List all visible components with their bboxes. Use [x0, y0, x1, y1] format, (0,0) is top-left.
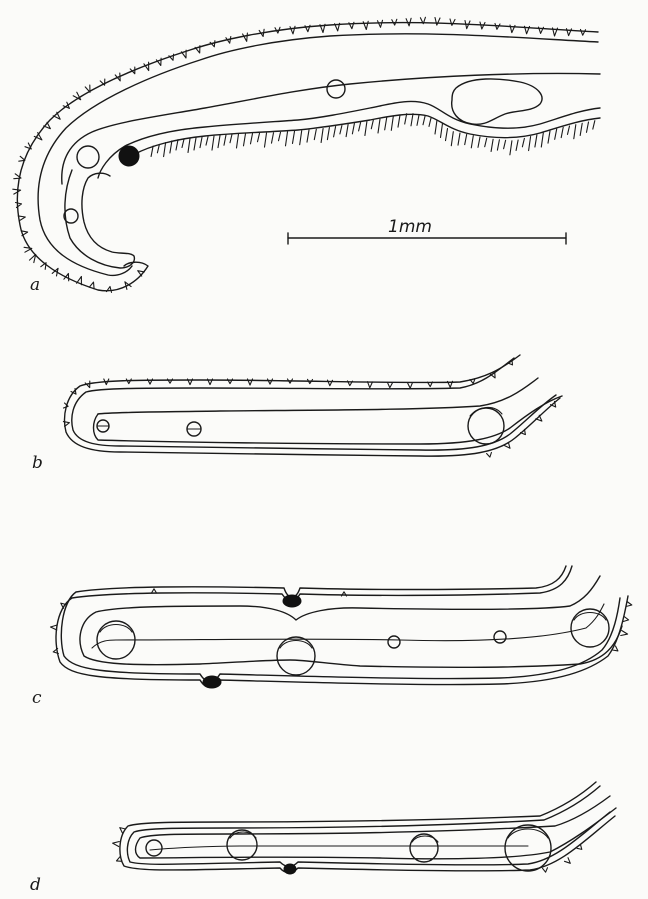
- panel-a-black-dot: [119, 146, 139, 166]
- panel-c-circle-2-arc: [280, 641, 312, 649]
- panel-a-outer-wall: [17, 23, 598, 291]
- panel-a-hook-loop: [65, 170, 134, 268]
- panel-d-circle-1: [146, 840, 162, 856]
- panel-c-spines: [51, 589, 632, 654]
- panel-a-inner-tube-upper: [62, 73, 600, 184]
- panel-a-inner-tube-floor: [135, 114, 600, 154]
- scale-bar: 1mm: [288, 217, 566, 244]
- panel-a-circle-top: [327, 80, 345, 98]
- panel-c-circle-4: [494, 631, 506, 643]
- panel-b-top-spines: [63, 360, 512, 426]
- panel-label-a: a: [30, 275, 40, 295]
- panel-c-circle-5-arc: [574, 613, 606, 621]
- panel-b-drawing: [63, 355, 562, 457]
- panel-c-black-dot-bottom: [203, 676, 221, 688]
- panel-label-c: c: [32, 688, 42, 708]
- panel-a-circle-left: [77, 146, 99, 168]
- panel-label-b: b: [32, 453, 43, 473]
- panel-c-circle-3: [388, 636, 400, 648]
- panel-label-d: d: [30, 875, 41, 895]
- panel-a-circle-small: [64, 209, 78, 223]
- panel-b-inner-tube-upper: [98, 378, 538, 414]
- panel-c-circle-1-arc: [100, 625, 132, 633]
- panel-c-black-dot-top: [283, 595, 301, 607]
- panel-d-midline: [150, 846, 528, 850]
- panel-a-drawing: [13, 17, 600, 292]
- panel-c-outer-wall: [56, 566, 628, 688]
- panel-c-midline: [92, 604, 604, 648]
- panel-c-drawing: [51, 566, 632, 688]
- scale-bar-label: 1mm: [388, 217, 432, 237]
- panel-d-black-dot: [284, 864, 296, 874]
- panel-c-circle-2: [277, 637, 315, 675]
- panel-b-outer-wall-inner-line: [72, 358, 556, 450]
- panel-d-drawing: [113, 782, 616, 874]
- panel-a-kidney-body: [452, 79, 542, 124]
- panel-c-circle-5: [571, 609, 609, 647]
